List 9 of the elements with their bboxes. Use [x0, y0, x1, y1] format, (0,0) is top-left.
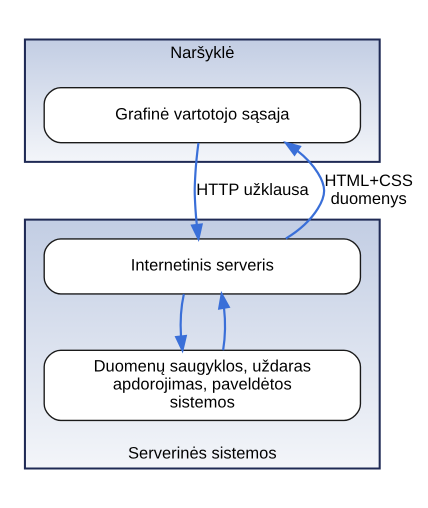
arrow: [190, 142, 204, 242]
edge-label: HTML+CSS duomenys: [324, 172, 413, 208]
node-box: Duomenų saugyklos, uždaras apdorojimas, paveldėtos sistemos: [44, 350, 362, 422]
node-box: Grafinė vartotojo sąsaja: [44, 86, 362, 144]
edge-label: HTTP užklausa: [196, 181, 309, 200]
node-box: Internetinis serveris: [44, 238, 362, 295]
arrow: [218, 290, 230, 350]
arrow: [174, 294, 188, 354]
arrow: [283, 141, 326, 240]
